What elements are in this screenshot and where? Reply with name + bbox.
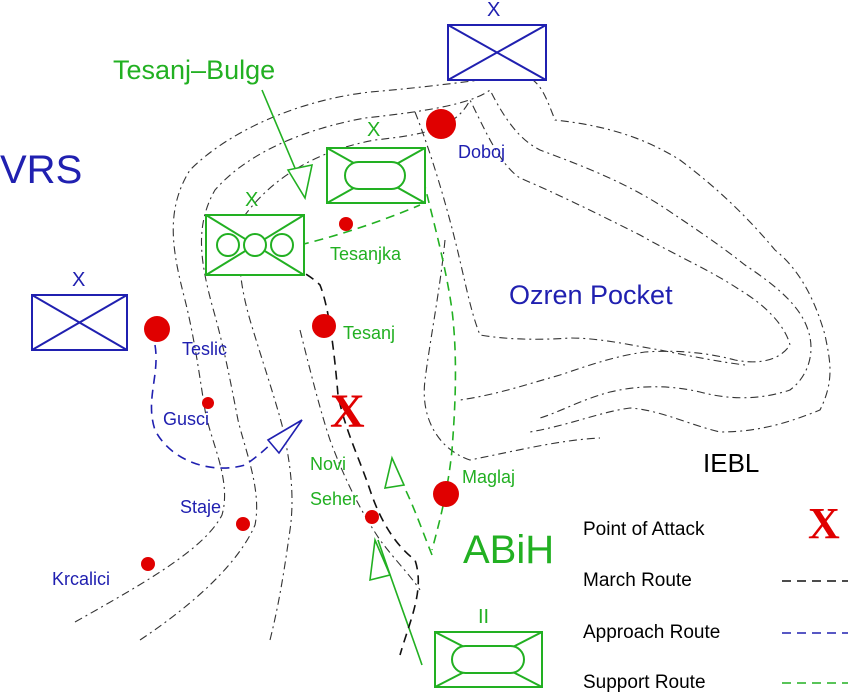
region-label-abih: ABiH	[463, 528, 555, 572]
iebl-label: IEBL	[703, 448, 760, 478]
place-novi: Novi	[310, 454, 347, 474]
unit-echelon-bottom: II	[478, 606, 490, 628]
town-tesanj	[312, 314, 336, 338]
tesanj-bulge-label: Tesanj–Bulge	[113, 55, 276, 85]
place-seher: Seher	[310, 489, 359, 509]
legend-march-route: March Route	[583, 570, 692, 591]
town-novi-seher	[365, 510, 379, 524]
unit-echelon-left: X	[72, 269, 86, 291]
support-route-link	[299, 204, 421, 246]
unit-echelon-top: X	[487, 0, 501, 21]
attack-route-arrowhead	[369, 536, 392, 582]
town-gusci	[202, 397, 214, 409]
place-maglaj: Maglaj	[462, 467, 516, 487]
legend-approach-route: Approach Route	[583, 622, 721, 643]
town-maglaj	[433, 481, 459, 507]
place-tesanjka: Tesanjka	[330, 244, 402, 264]
legend-support-route: Support Route	[583, 672, 706, 693]
front-line-east	[423, 239, 601, 461]
town-krcalici	[141, 557, 155, 571]
support-route-arrowhead	[383, 455, 406, 489]
unit-echelon-green-upper: X	[367, 119, 381, 141]
approach-route-arrowhead	[266, 419, 303, 455]
ozren-pocket-label: Ozren Pocket	[509, 280, 673, 310]
front-line-outer	[74, 74, 831, 623]
tesanj-bulge-arrow-line	[261, 89, 301, 181]
place-staje: Staje	[180, 497, 222, 517]
unit-echelon-green-left: X	[245, 189, 259, 211]
front-line-inner	[239, 98, 791, 641]
front-line-middle	[139, 89, 812, 641]
approach-route	[150, 344, 286, 469]
legend-point-of-attack: Point of Attack	[583, 519, 705, 540]
front-line-pocket-inner	[414, 111, 746, 366]
march-route	[224, 234, 420, 656]
place-teslic: Teslic	[182, 339, 228, 359]
town-staje	[236, 517, 250, 531]
place-krcalici: Krcalici	[52, 569, 111, 589]
town-doboj	[426, 109, 456, 139]
front-line-valley	[299, 329, 421, 591]
attack-route-line	[377, 539, 423, 666]
place-tesanj: Tesanj	[343, 323, 396, 343]
place-gusci: Gusci	[163, 409, 210, 429]
place-doboj: Doboj	[458, 142, 506, 162]
town-teslic	[144, 316, 170, 342]
tesanj-bulge-arrowhead	[286, 163, 314, 201]
town-tesanjka	[339, 217, 353, 231]
point-of-attack-marker: X	[330, 385, 365, 438]
region-label-vrs: VRS	[0, 148, 83, 192]
legend-point-of-attack-symbol: X	[808, 499, 840, 548]
